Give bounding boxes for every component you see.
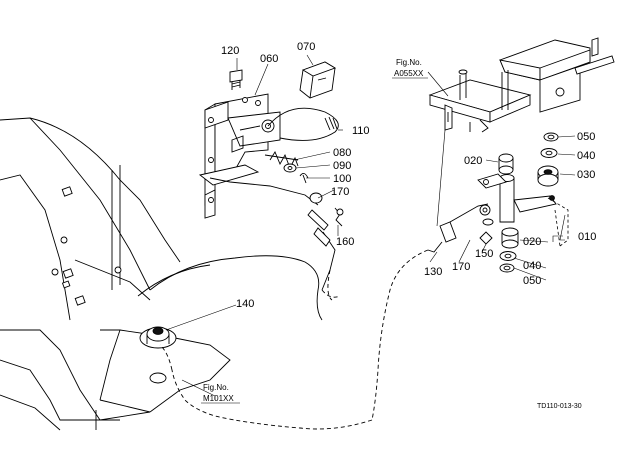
label-080: 080 — [333, 147, 351, 159]
machine-frame — [0, 117, 323, 431]
fig-ref-bottom[interactable]: Fig.No. M101XX — [201, 383, 240, 404]
bearing-030 — [537, 165, 559, 187]
washer-040-lower — [499, 251, 517, 261]
label-130: 130 — [424, 266, 442, 278]
throttle-cable-130 — [159, 203, 494, 430]
label-070: 070 — [297, 41, 315, 53]
washer-040-upper — [540, 148, 558, 158]
bracket-060 — [198, 93, 281, 219]
label-120: 120 — [221, 45, 239, 57]
cable-guide-line — [436, 129, 446, 227]
label-030: 030 — [577, 169, 595, 181]
fig-ref-top[interactable]: Fig.No. A055XX — [392, 58, 428, 79]
label-110: 110 — [352, 125, 370, 137]
bushing-020-lower — [501, 227, 519, 249]
label-040-lower: 040 — [523, 260, 541, 272]
label-060: 060 — [260, 53, 278, 65]
control-lever-bracket — [428, 37, 615, 133]
knob-070 — [299, 61, 337, 99]
label-020-upper: 020 — [464, 155, 482, 167]
label-020-lower: 020 — [523, 236, 541, 248]
spring-110 — [267, 107, 339, 141]
label-170-lower: 170 — [452, 261, 470, 273]
part-number-labels: 120 060 070 110 080 090 100 170 160 140 … — [221, 41, 596, 310]
drawing-code: TD110-013-30 — [537, 403, 582, 410]
label-100: 100 — [333, 173, 351, 185]
fig-ref-bottom-number[interactable]: M101XX — [203, 394, 234, 403]
fig-ref-top-label: Fig.No. — [396, 58, 422, 67]
fig-ref-top-number[interactable]: A055XX — [394, 69, 424, 78]
washer-050-upper — [543, 132, 559, 142]
label-050-upper: 050 — [577, 131, 595, 143]
lever-bracket-dashline — [559, 214, 566, 241]
label-160: 160 — [336, 236, 354, 248]
washer-050-lower — [499, 263, 515, 273]
lever-010 — [477, 173, 569, 247]
cable-end-170 — [209, 177, 344, 291]
washer-090 — [283, 163, 297, 173]
label-090: 090 — [333, 160, 351, 172]
label-040-upper: 040 — [577, 150, 595, 162]
bushing-020-upper — [498, 153, 514, 175]
label-150: 150 — [475, 248, 493, 260]
spring-080 — [264, 151, 299, 170]
label-050-lower: 050 — [523, 275, 541, 287]
bolt-120 — [229, 69, 243, 90]
label-010: 010 — [578, 231, 596, 243]
label-140: 140 — [236, 298, 254, 310]
leader-lines — [165, 54, 576, 400]
fig-ref-bottom-label: Fig.No. — [203, 383, 229, 392]
label-170-upper: 170 — [331, 186, 349, 198]
pin-100 — [299, 173, 309, 184]
grommet-140 — [139, 326, 177, 349]
